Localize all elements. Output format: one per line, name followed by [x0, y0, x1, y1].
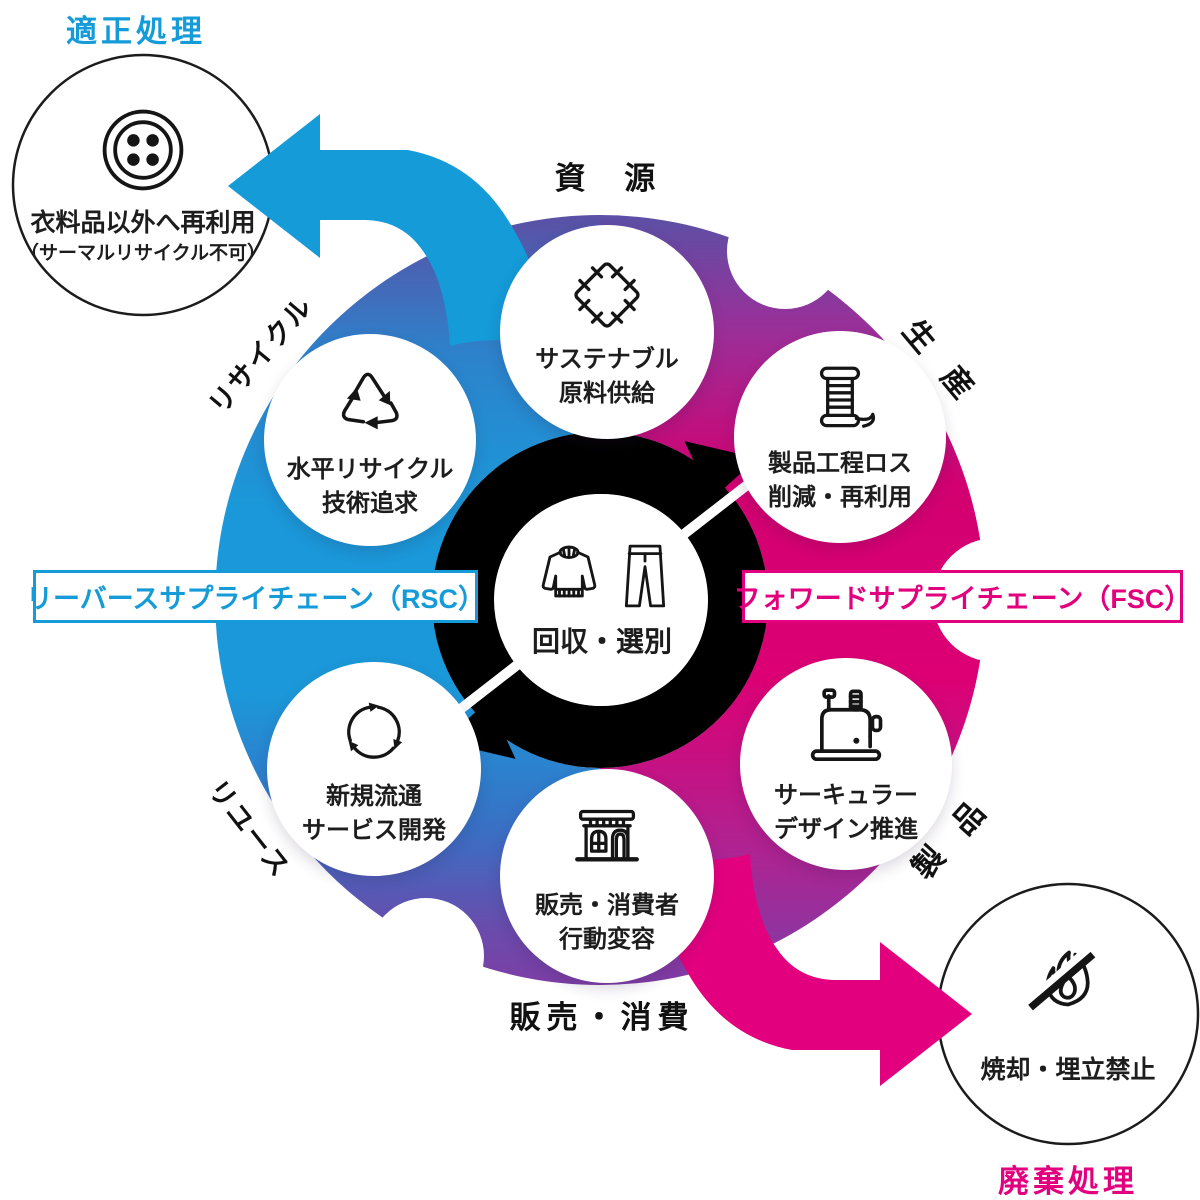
- rsc-exit-arrow: [228, 114, 557, 352]
- node-circular-design: サーキュラー デザイン推進: [740, 658, 952, 870]
- node-new-distribution-services: 新規流通 サービス開発: [267, 662, 481, 876]
- rsc-banner: リーバースサプライチェーン（RSC）: [26, 570, 485, 623]
- no-incineration-icon: [1028, 944, 1096, 1011]
- node-caption: サービス開発: [302, 817, 446, 844]
- fsc-banner: フォワードサプライチェーン（FSC）: [734, 570, 1191, 623]
- node-caption: （サーマルリサイクル不可）: [19, 243, 267, 265]
- thread-spool-icon: [819, 366, 876, 428]
- center-caption: 回収・選別: [531, 626, 672, 658]
- node-caption: 販売・消費者: [535, 891, 679, 919]
- ring-notch: [727, 193, 843, 309]
- button-icon: [102, 109, 184, 191]
- node-sales-consumer-behavior: 販売・消費者 行動変容: [500, 769, 714, 983]
- node-caption: 焼却・埋立禁止: [980, 1056, 1156, 1085]
- cycle-arrows-icon: [347, 702, 403, 759]
- node-caption: 衣料品以外へ再利用: [30, 208, 256, 237]
- node-collection-sorting: 回収・選別: [496, 494, 708, 706]
- stage-label-resources: 資 源: [554, 161, 656, 196]
- node-proper-processing: 衣料品以外へ再利用 （サーマルリサイクル不可）: [13, 55, 273, 315]
- node-process-loss-reduction: 製品工程ロス 削減・再利用: [734, 331, 946, 543]
- ring-notch: [368, 898, 484, 1014]
- fabric-patch-icon: [574, 262, 640, 328]
- node-caption: 行動変容: [559, 926, 655, 953]
- node-caption: 新規流通: [326, 782, 422, 810]
- sewing-machine-icon: [810, 688, 883, 761]
- node-caption: 水平リサイクル: [286, 455, 454, 483]
- sweater-icon: [541, 545, 597, 598]
- node-waste-disposal: 焼却・埋立禁止: [938, 884, 1198, 1144]
- clothing-icons: [531, 538, 673, 614]
- recycle-icon: [341, 372, 399, 430]
- proper-processing-title: 適正処理: [66, 14, 206, 49]
- node-caption: 原料供給: [559, 380, 655, 407]
- node-sustainable-materials: サステナブル 原料供給: [500, 225, 714, 439]
- storefront-icon: [575, 809, 639, 862]
- pants-icon: [624, 544, 666, 608]
- node-caption: 製品工程ロス: [768, 449, 912, 477]
- stage-label-sales-consumption: 販売・消費: [509, 1000, 695, 1035]
- node-caption: 削減・再利用: [768, 484, 912, 511]
- waste-disposal-title: 廃棄処理: [998, 1164, 1138, 1199]
- fsc-exit-arrow: [643, 848, 972, 1086]
- node-horizontal-recycling: 水平リサイクル 技術追求: [264, 334, 476, 546]
- node-caption: 技術追求: [322, 490, 418, 517]
- node-caption: サーキュラー: [774, 781, 918, 809]
- node-caption: デザイン推進: [774, 816, 918, 843]
- node-caption: サステナブル: [535, 345, 679, 373]
